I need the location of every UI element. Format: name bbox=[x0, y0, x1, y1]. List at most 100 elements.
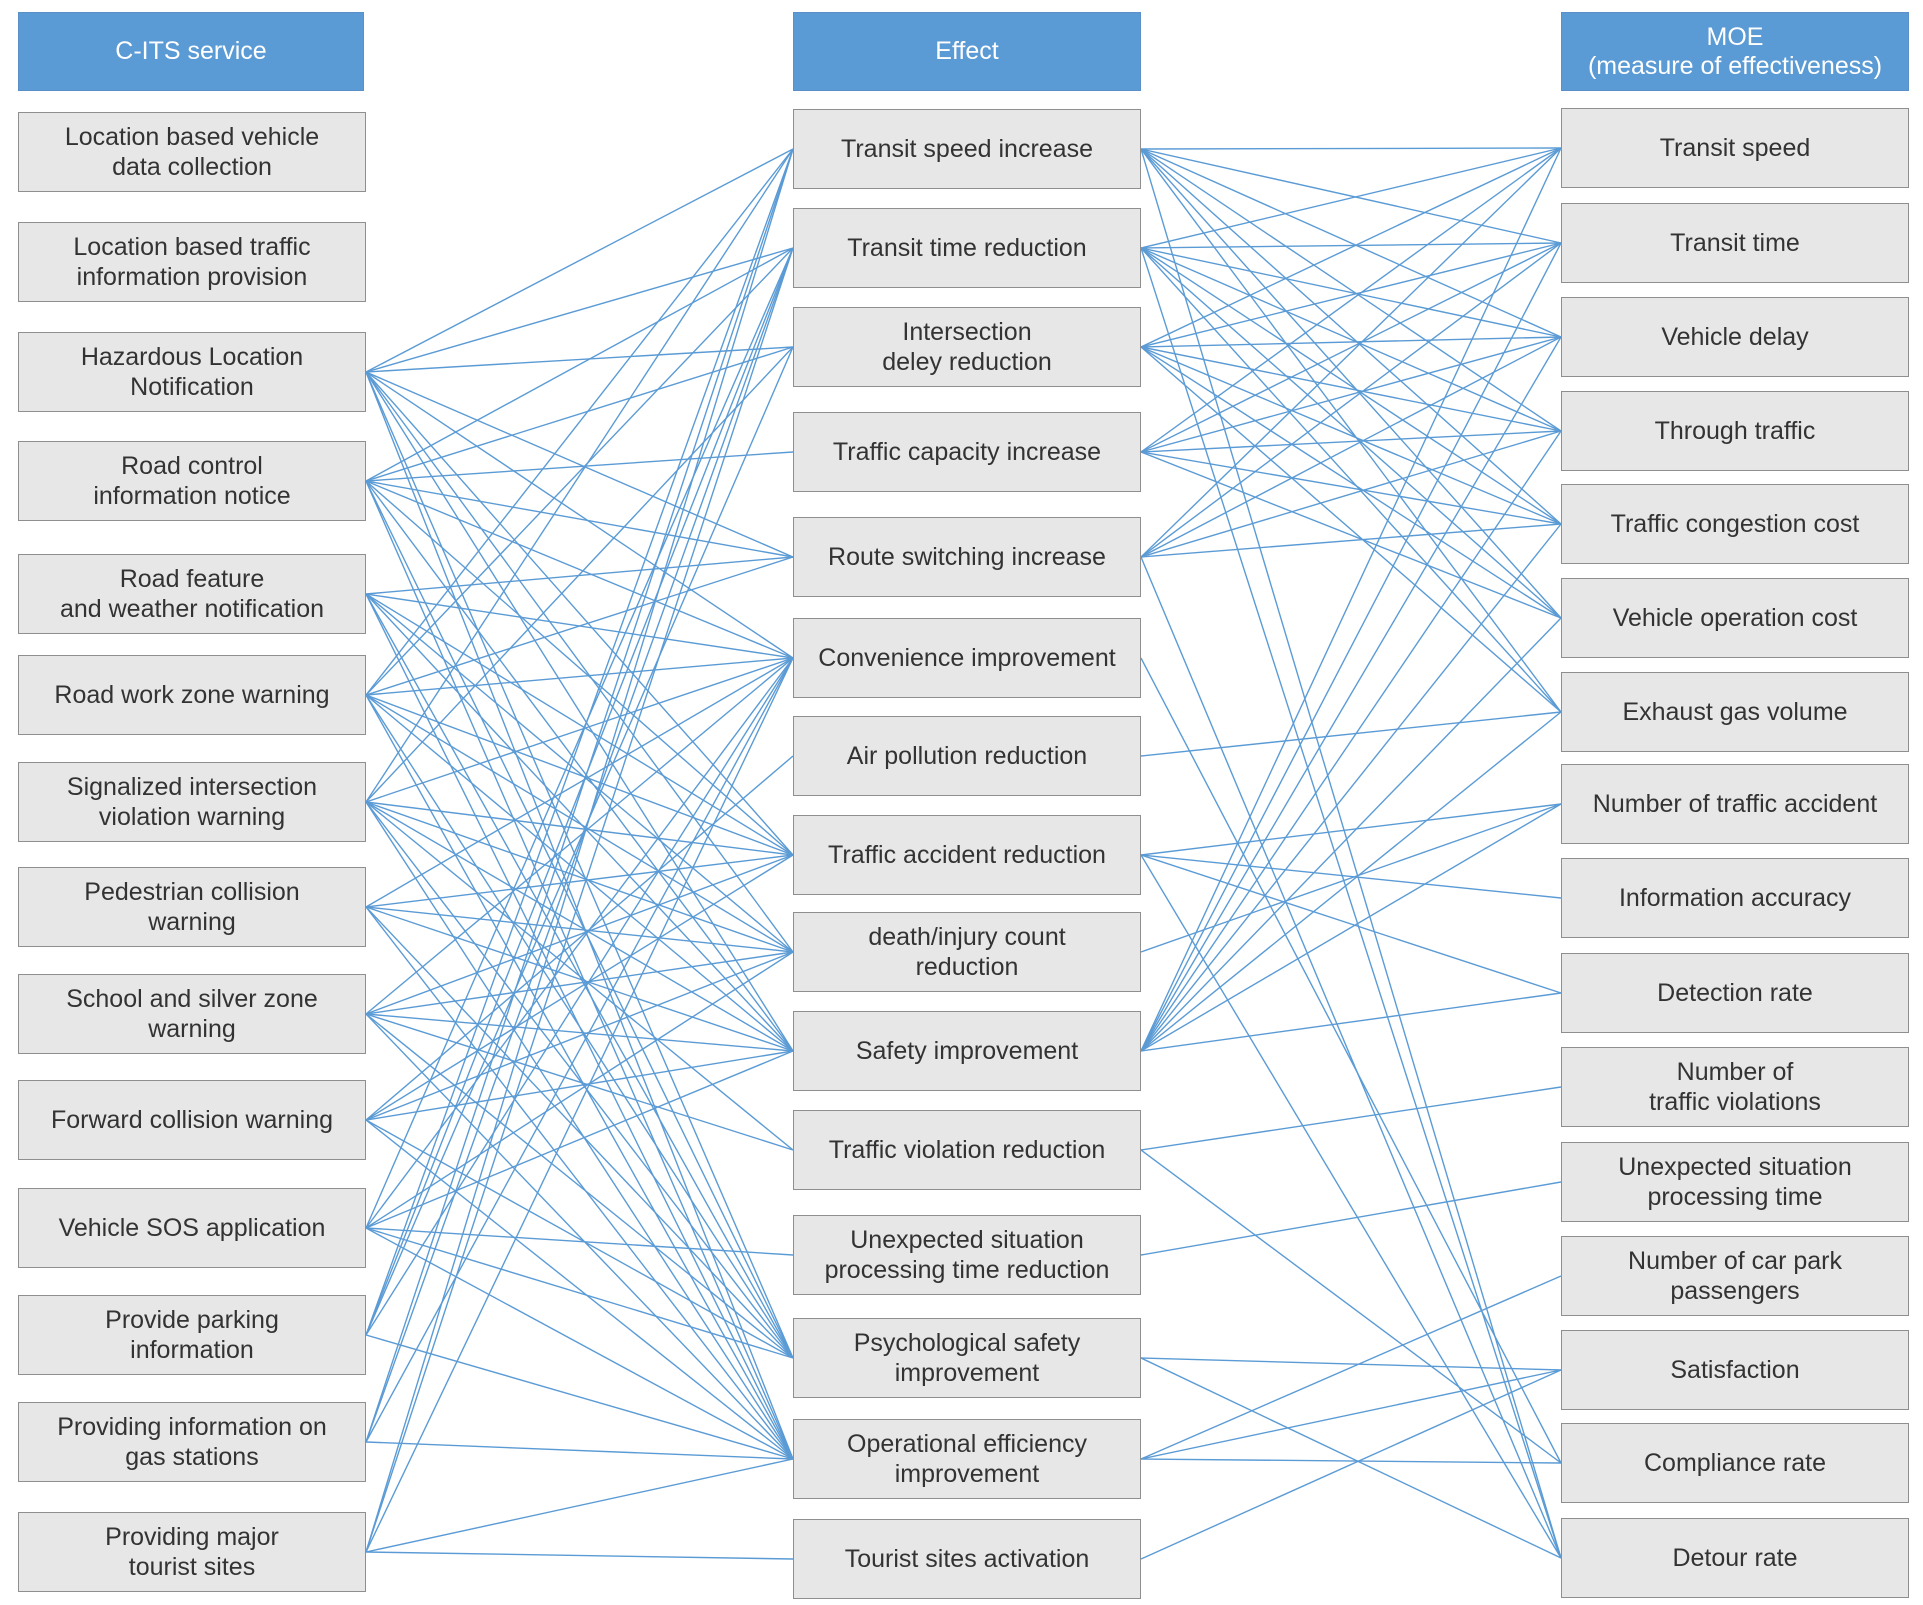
service-effect-link bbox=[365, 801, 794, 1052]
effect-moe-link bbox=[1140, 1458, 1562, 1464]
service-effect-link bbox=[365, 801, 794, 1151]
service-effect-link bbox=[365, 480, 794, 1359]
service-effect-link bbox=[365, 1458, 794, 1553]
effect-moe-link bbox=[1140, 346, 1562, 619]
service-effect-link bbox=[365, 951, 794, 1121]
service-effect-link bbox=[365, 371, 794, 1460]
service-effect-link bbox=[365, 1441, 794, 1460]
service-column-header: C-ITS service bbox=[18, 12, 364, 91]
effect-moe-link bbox=[1140, 617, 1562, 1052]
effect-moe-link bbox=[1140, 147, 1562, 150]
moe-box: Satisfaction bbox=[1561, 1330, 1909, 1410]
service-effect-link bbox=[365, 371, 794, 953]
service-effect-link bbox=[365, 951, 794, 1015]
service-effect-link bbox=[365, 657, 794, 1443]
service-effect-link bbox=[365, 801, 794, 1359]
effect-moe-link bbox=[1140, 346, 1562, 525]
service-box: Hazardous Location Notification bbox=[18, 332, 366, 412]
service-box: Road feature and weather notification bbox=[18, 554, 366, 634]
service-effect-link bbox=[365, 906, 794, 1359]
moe-box: Number of traffic accident bbox=[1561, 764, 1909, 844]
service-effect-link bbox=[365, 694, 794, 1359]
service-effect-link bbox=[365, 371, 794, 1359]
service-effect-link bbox=[365, 755, 794, 1121]
effect-moe-link bbox=[1140, 711, 1562, 757]
service-effect-link bbox=[365, 480, 794, 659]
effect-box: Traffic capacity increase bbox=[793, 412, 1141, 492]
service-effect-link bbox=[365, 801, 794, 1460]
effect-box: Unexpected situation processing time red… bbox=[793, 1215, 1141, 1295]
effect-moe-link bbox=[1140, 1086, 1562, 1151]
effect-box: Psychological safety improvement bbox=[793, 1318, 1141, 1398]
service-box: Vehicle SOS application bbox=[18, 1188, 366, 1268]
effect-moe-link bbox=[1140, 803, 1562, 856]
service-effect-link bbox=[365, 247, 794, 1229]
moe-box: Exhaust gas volume bbox=[1561, 672, 1909, 752]
service-effect-link bbox=[365, 1013, 794, 1460]
effect-moe-link bbox=[1140, 148, 1562, 338]
service-effect-link bbox=[365, 906, 794, 1052]
service-effect-link bbox=[365, 247, 794, 696]
effect-moe-link bbox=[1140, 147, 1562, 558]
effect-box: Transit speed increase bbox=[793, 109, 1141, 189]
service-effect-link bbox=[365, 657, 794, 696]
service-effect-link bbox=[365, 593, 794, 953]
effect-moe-link bbox=[1140, 346, 1562, 432]
service-effect-link bbox=[365, 148, 794, 1443]
effect-moe-link bbox=[1140, 1357, 1562, 1559]
effect-moe-link bbox=[1140, 336, 1562, 348]
service-effect-link bbox=[365, 854, 794, 908]
service-effect-link bbox=[365, 480, 794, 856]
service-effect-link bbox=[365, 854, 794, 1015]
service-effect-link bbox=[365, 1551, 794, 1560]
effect-moe-link bbox=[1140, 803, 1562, 1052]
service-effect-link bbox=[365, 1119, 794, 1460]
service-effect-link bbox=[365, 854, 794, 1121]
service-effect-link bbox=[365, 346, 794, 373]
moe-box: Detection rate bbox=[1561, 953, 1909, 1033]
service-effect-link bbox=[365, 148, 794, 1553]
effect-moe-link bbox=[1140, 242, 1562, 1052]
service-effect-link bbox=[365, 1227, 794, 1460]
service-effect-link bbox=[365, 694, 794, 1052]
effect-moe-link bbox=[1140, 854, 1562, 1559]
service-effect-link bbox=[365, 593, 794, 1052]
effect-moe-link bbox=[1140, 992, 1562, 1052]
effect-column-header: Effect bbox=[793, 12, 1141, 91]
effect-moe-link bbox=[1140, 247, 1562, 619]
service-box: Forward collision warning bbox=[18, 1080, 366, 1160]
moe-box: Transit time bbox=[1561, 203, 1909, 283]
moe-box: Transit speed bbox=[1561, 108, 1909, 188]
effect-moe-link bbox=[1140, 430, 1562, 453]
service-effect-link bbox=[365, 148, 794, 803]
effect-moe-link bbox=[1140, 242, 1562, 249]
effect-moe-link bbox=[1140, 148, 1562, 525]
effect-box: Traffic violation reduction bbox=[793, 1110, 1141, 1190]
service-effect-link bbox=[365, 247, 794, 1443]
service-effect-link bbox=[365, 593, 794, 856]
effect-moe-link bbox=[1140, 148, 1562, 244]
effect-moe-link bbox=[1140, 451, 1562, 525]
moe-box: Information accuracy bbox=[1561, 858, 1909, 938]
service-effect-link bbox=[365, 694, 794, 856]
service-effect-link bbox=[365, 657, 794, 1553]
service-box: Signalized intersection violation warnin… bbox=[18, 762, 366, 842]
service-effect-link bbox=[365, 657, 794, 1336]
effect-moe-link bbox=[1140, 346, 1562, 713]
effect-moe-link bbox=[1140, 803, 1562, 953]
effect-moe-link bbox=[1140, 336, 1562, 558]
effect-moe-link bbox=[1140, 148, 1562, 619]
service-effect-link bbox=[365, 346, 794, 482]
moe-box: Through traffic bbox=[1561, 391, 1909, 471]
effect-moe-link bbox=[1140, 1357, 1562, 1371]
effect-moe-link bbox=[1140, 1181, 1562, 1256]
effect-box: Operational efficiency improvement bbox=[793, 1419, 1141, 1499]
moe-column-header: MOE (measure of effectiveness) bbox=[1561, 12, 1909, 91]
effect-moe-link bbox=[1140, 242, 1562, 453]
service-effect-link bbox=[365, 346, 794, 803]
moe-box: Traffic congestion cost bbox=[1561, 484, 1909, 564]
service-effect-link bbox=[365, 1013, 794, 1052]
service-effect-link bbox=[365, 480, 794, 558]
